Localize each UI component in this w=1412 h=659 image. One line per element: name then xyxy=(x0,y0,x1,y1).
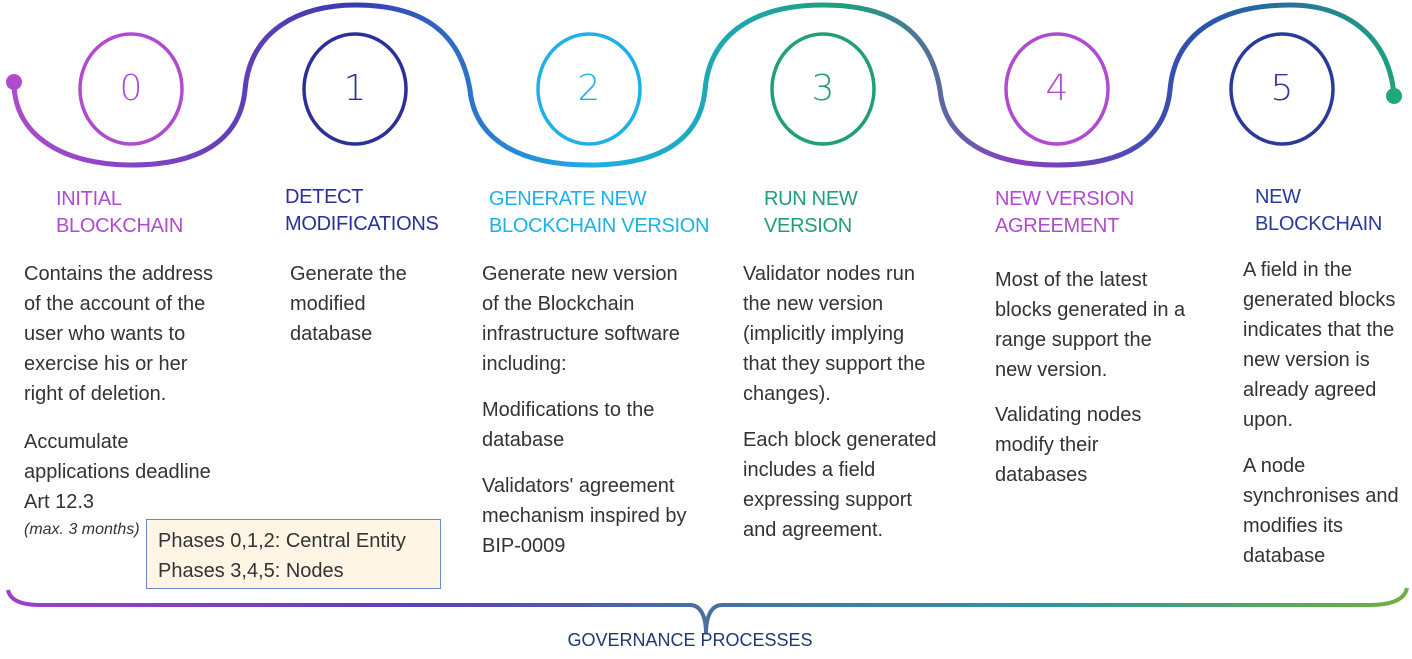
governance-brace xyxy=(6,587,1409,635)
step-title-line: BLOCKCHAIN xyxy=(56,215,184,237)
step-title-line: BLOCKCHAIN xyxy=(1255,213,1383,235)
step-description-line: Most of the latest xyxy=(995,269,1148,291)
step-description-line: (max. 3 months) xyxy=(24,521,140,538)
step-description-line: modified xyxy=(290,293,366,315)
step-description-line: A field in the xyxy=(1243,259,1352,281)
step-description-line: Validator nodes run xyxy=(743,263,915,285)
step-description-line: includes a field xyxy=(743,459,876,481)
step-number-1: 1 xyxy=(343,68,367,109)
step-description-line: indicates that the xyxy=(1243,319,1395,341)
step-description-line: Generate new version xyxy=(482,263,678,285)
step-description-line: Modifications to the xyxy=(482,399,655,421)
step-description-line: modify their xyxy=(995,434,1099,456)
step-title-line: RUN NEW xyxy=(764,188,858,210)
step-description-line: the new version xyxy=(743,293,884,315)
step-number-3: 3 xyxy=(811,68,835,109)
step-description-line: generated blocks xyxy=(1243,289,1396,311)
step-description-line: BIP-0009 xyxy=(482,535,566,557)
step-description-line: synchronises and xyxy=(1243,485,1399,507)
step-description-line: infrastructure software xyxy=(482,323,680,345)
step-title-line: AGREEMENT xyxy=(995,215,1119,237)
step-circle-3 xyxy=(770,32,876,146)
step-description-line: Validating nodes xyxy=(995,404,1142,426)
step-circle-1 xyxy=(302,32,408,146)
step-description-line: blocks generated in a xyxy=(995,299,1186,321)
step-number-0: 0 xyxy=(119,68,143,109)
governance-processes-label: GOVERNANCE PROCESSES xyxy=(567,630,813,650)
wave-path xyxy=(11,2,1397,168)
step-title-line: INITIAL xyxy=(56,188,122,210)
step-description-line: Each block generated xyxy=(743,429,937,451)
step-description-line: mechanism inspired by xyxy=(482,505,687,527)
step-description-line: database xyxy=(1243,545,1326,567)
step-description-line: of the account of the xyxy=(24,293,206,315)
step-description-line: range support the xyxy=(995,329,1152,351)
step-title-line: NEW VERSION xyxy=(995,188,1134,210)
step-description-line: database xyxy=(482,429,565,451)
step-description-line: including: xyxy=(482,353,567,375)
step-description-line: (implicitly implying xyxy=(743,323,905,345)
note-line-2: Phases 3,4,5: Nodes xyxy=(158,560,344,582)
step-circle-2 xyxy=(536,32,642,146)
step-description-line: that they support the xyxy=(743,353,926,375)
step-description-line: expressing support xyxy=(743,489,912,511)
step-description-line: already agreed xyxy=(1243,379,1377,401)
step-description-line: databases xyxy=(995,464,1088,486)
step-description-line: Accumulate xyxy=(24,431,129,453)
start-dot xyxy=(6,74,22,90)
step-description-line: Art 12.3 xyxy=(24,491,95,513)
step-description-line: user who wants to xyxy=(24,323,186,345)
step-number-5: 5 xyxy=(1270,68,1294,109)
step-title-line: MODIFICATIONS xyxy=(285,213,439,235)
step-title-line: NEW xyxy=(1255,186,1301,208)
step-description-line: Generate the xyxy=(290,263,407,285)
step-description-line: and agreement. xyxy=(743,519,884,541)
step-description-line: new version. xyxy=(995,359,1108,381)
step-description-line: A node xyxy=(1243,455,1306,477)
step-title-line: BLOCKCHAIN VERSION xyxy=(489,215,710,237)
step-description-line: upon. xyxy=(1243,409,1294,431)
end-dot xyxy=(1386,88,1402,104)
step-title-line: DETECT xyxy=(285,186,364,208)
step-circle-5 xyxy=(1229,32,1335,146)
step-description-line: Validators' agreement xyxy=(482,475,675,497)
note-line-1: Phases 0,1,2: Central Entity xyxy=(158,530,406,552)
step-description-line: changes). xyxy=(743,383,831,405)
step-description-line: database xyxy=(290,323,373,345)
step-description-line: Contains the address xyxy=(24,263,214,285)
step-title-line: GENERATE NEW xyxy=(489,188,647,210)
step-description-line: applications deadline xyxy=(24,461,211,483)
step-number-4: 4 xyxy=(1045,68,1069,109)
step-circle-4 xyxy=(1004,32,1110,146)
step-description-line: exercise his or her xyxy=(24,353,188,375)
step-title-line: VERSION xyxy=(764,215,852,237)
step-description-line: new version is xyxy=(1243,349,1370,371)
step-description-line: modifies its xyxy=(1243,515,1344,537)
phases-note-box: Phases 0,1,2: Central Entity Phases 3,4,… xyxy=(146,519,441,589)
step-circle-0 xyxy=(78,32,184,146)
step-description-line: right of deletion. xyxy=(24,383,167,405)
step-number-2: 2 xyxy=(577,68,601,109)
step-description-line: of the Blockchain xyxy=(482,293,635,315)
